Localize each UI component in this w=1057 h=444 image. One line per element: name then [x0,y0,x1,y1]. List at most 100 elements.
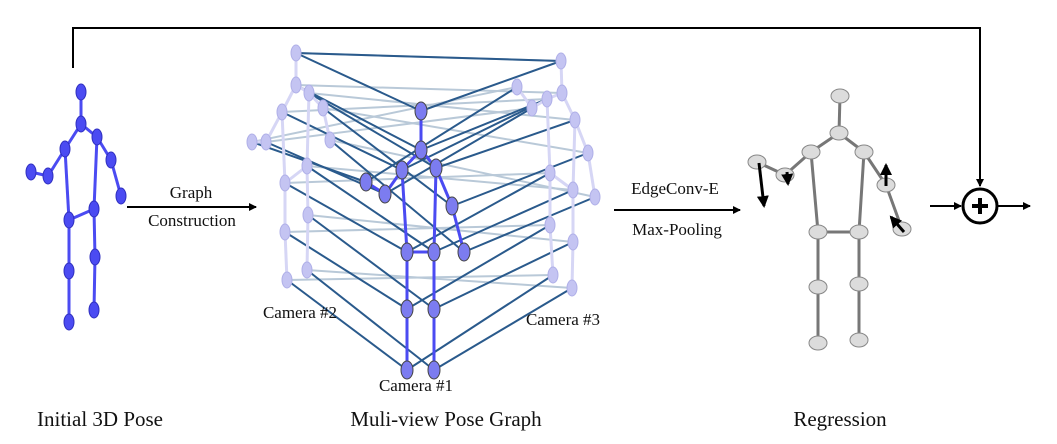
joint [246,133,258,151]
bone [63,148,71,221]
joint [808,335,828,351]
camera-3-label: Camera #3 [526,310,600,329]
caption-initial-pose: Initial 3D Pose [37,407,163,431]
joint [801,144,821,160]
cross-view-edge [295,52,422,112]
joint [115,187,127,205]
bone [92,256,97,311]
joint [566,279,578,297]
regressed-pose [747,88,912,351]
joint [854,144,874,160]
joint [555,52,567,70]
joint [544,164,556,182]
cross-view-edge [295,52,562,62]
joint [849,332,869,348]
sum-operator-icon [961,187,999,225]
offset-vector-arrow [781,171,794,186]
cross-view-edge [306,165,435,253]
bone [809,151,820,233]
joint [849,276,869,292]
joint [63,313,75,331]
joint [511,78,523,96]
joint [91,128,103,146]
joint [400,360,414,380]
cross-view-edge [307,214,435,310]
joint [105,151,117,169]
cross-view-edge [284,231,408,310]
joint [775,167,795,183]
joint [589,188,601,206]
joint [849,224,869,240]
caption-pose-graph: Muli-view Pose Graph [350,407,542,431]
joint [400,242,414,262]
cross-view-edge [406,274,554,371]
bone [432,167,438,253]
joint [42,167,54,185]
joint [359,172,373,192]
joint [400,299,414,319]
joint [569,111,581,129]
cross-view-edge [286,279,408,371]
joint [582,144,594,162]
cross-view-edge [433,241,574,310]
joint [301,261,313,279]
joint [414,140,428,160]
bone [571,119,577,191]
cross-view-edge [406,172,551,253]
cross-view-edge [451,152,589,207]
joint [279,223,291,241]
joint [25,163,37,181]
offset-vector-arrow [756,162,769,208]
joint [281,271,293,289]
cross-view-edge [322,107,453,207]
joint [301,157,313,175]
bone [92,136,99,210]
joint [544,216,556,234]
joint [395,160,409,180]
initial-3d-pose [25,83,127,331]
cross-view-edge [284,182,408,253]
arrow-label-construction: Construction [148,211,236,230]
camera-1-pose [359,101,471,380]
joint [88,200,100,218]
joint [414,101,428,121]
cross-view-edge [384,107,533,195]
camera-3-pose [511,52,601,297]
joint [830,88,850,104]
cross-view-edge [295,84,422,151]
offset-vector-arrow [889,215,906,233]
cross-view-edge [306,269,435,371]
cross-view-edge [322,107,589,154]
joint [526,99,538,117]
joint [63,211,75,229]
bone [857,151,866,233]
bone [305,92,311,167]
joint [302,206,314,224]
cross-view-edge [435,119,576,169]
arrow-label-edgeconv: EdgeConv-E [631,179,719,198]
cross-view-edge [265,107,533,143]
joint [808,279,828,295]
joint [88,301,100,319]
joint [75,83,87,101]
joint [378,184,392,204]
bone [305,214,310,271]
cross-view-edge [420,60,562,112]
joint [567,233,579,251]
joint [445,196,459,216]
joint [290,44,302,62]
joint [75,115,87,133]
joint [324,131,336,149]
cross-view-edge [365,86,518,183]
camera-2-label: Camera #2 [263,303,337,322]
camera-2-pose [246,44,336,289]
joint [808,224,828,240]
cross-view-edge [406,224,551,310]
joint [63,262,75,280]
joint [556,84,568,102]
joint [59,140,71,158]
joint [427,242,441,262]
bone [280,111,287,184]
